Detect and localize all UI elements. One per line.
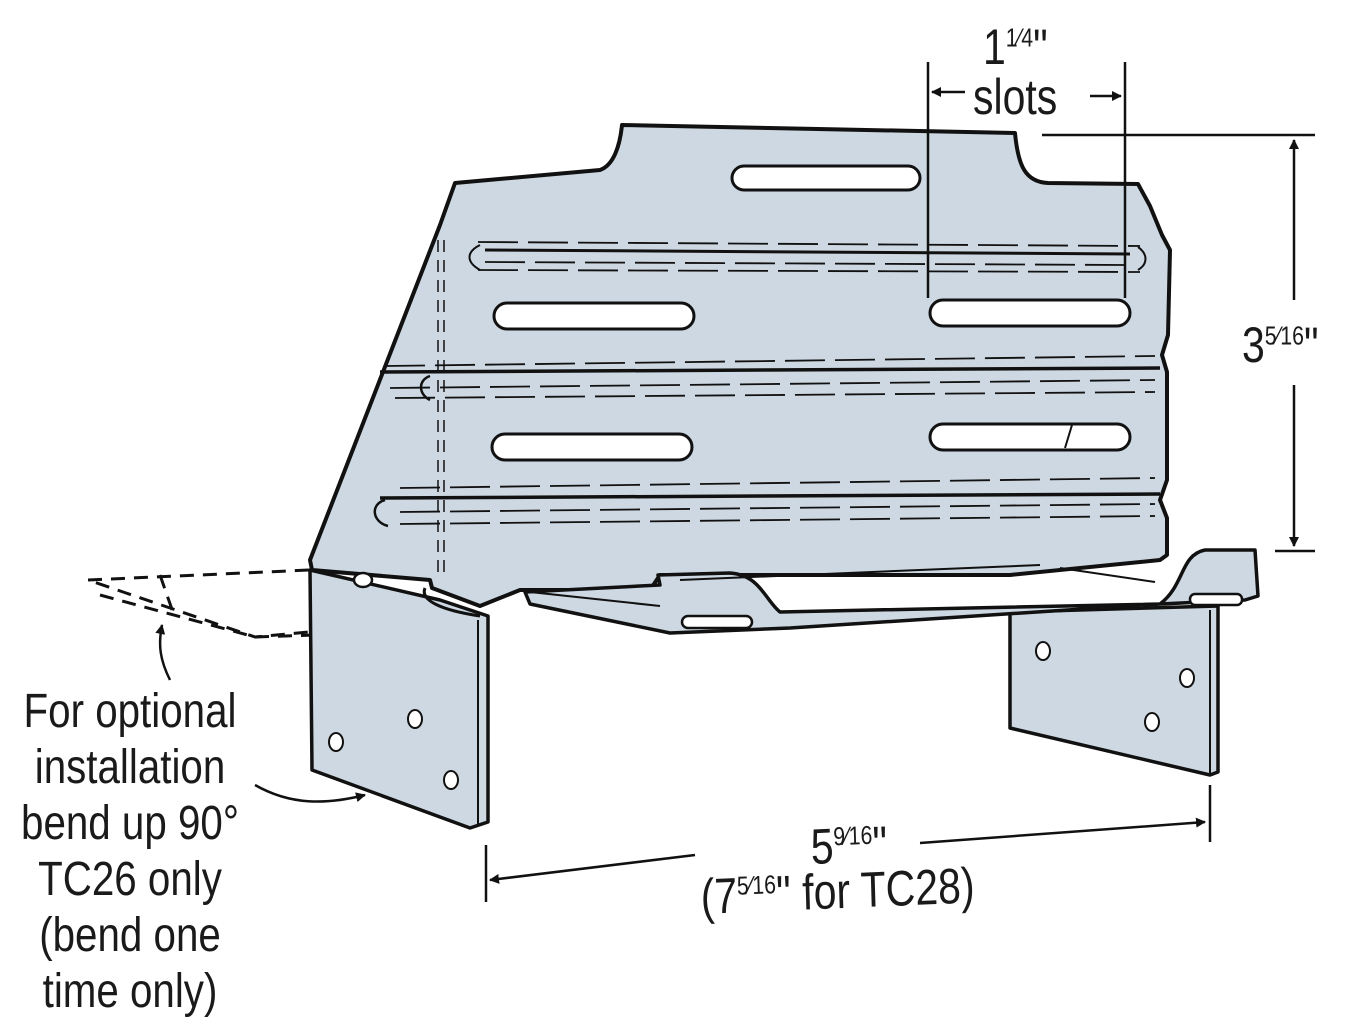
width-alt-label: (75⁄16" for TC28): [699, 857, 976, 925]
slot-top-center: [730, 164, 922, 192]
slot-upper-left: [492, 301, 696, 331]
dim-slot-width: [926, 62, 1127, 298]
back-plate: [308, 123, 1172, 608]
slot-upper-right: [928, 298, 1132, 328]
optional-tab-phantom: [87, 568, 471, 639]
slot-width-fraction: 1⁄4: [1005, 22, 1034, 53]
bottom-seat: [352, 548, 1260, 635]
optional-install-note: For optional installation bend up 90° TC…: [4, 688, 256, 1024]
seat-slot-left: [680, 614, 754, 630]
seat-slot-right: [1188, 592, 1244, 607]
note-line-3: bend up 90°: [21, 797, 239, 850]
note-line-5: (bend one: [39, 909, 221, 962]
slots: [490, 164, 1132, 462]
left-flange: [308, 568, 490, 830]
dim-height: [1042, 133, 1315, 553]
callout-leaders: [155, 624, 366, 803]
slot-width-label: 11⁄4": [983, 19, 1048, 75]
slot-lower-left: [490, 432, 694, 462]
dim-width: [484, 785, 1212, 902]
rib-bottom: [373, 477, 1161, 528]
height-label: 35⁄16": [1242, 317, 1319, 373]
note-line-6: time only): [42, 965, 218, 1018]
nail-holes-left: [328, 709, 459, 790]
width-alt-fraction: 5⁄16: [736, 869, 777, 901]
note-line-2: installation: [34, 741, 226, 794]
nail-holes-right: [1035, 641, 1195, 732]
width-fraction: 9⁄16: [832, 819, 873, 852]
note-line-4: TC26 only: [38, 853, 222, 906]
slot-lower-right: [928, 422, 1132, 452]
note-line-1: For optional: [23, 685, 237, 738]
slot-caption: slots: [973, 69, 1058, 125]
right-flange: [1008, 604, 1220, 777]
height-fraction: 5⁄16: [1264, 320, 1304, 351]
rib-middle: [379, 355, 1161, 402]
rib-top: [468, 241, 1147, 273]
